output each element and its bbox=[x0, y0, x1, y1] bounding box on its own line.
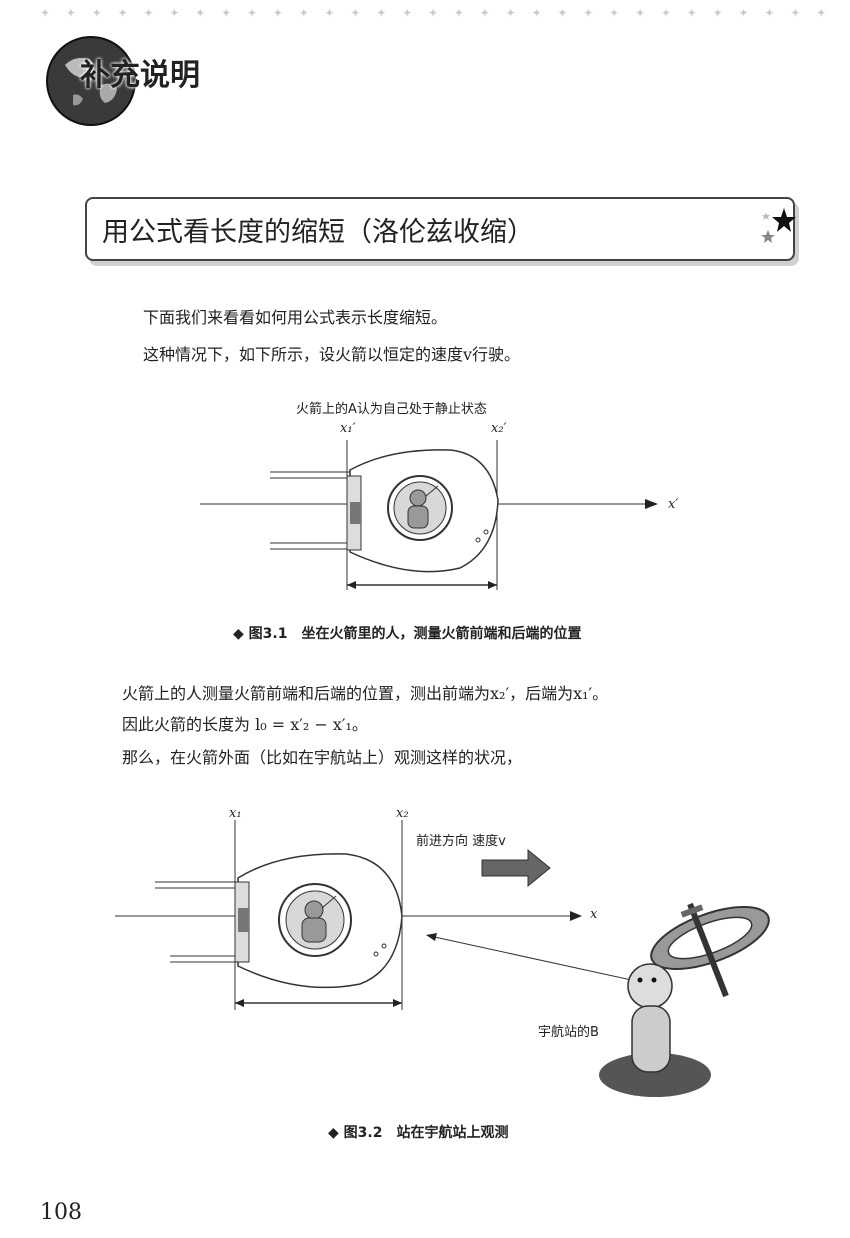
figure1-rocket-diagram bbox=[200, 440, 658, 590]
figure2-x1-label: x₁ bbox=[229, 806, 242, 821]
body-line-2: 因此火箭的长度为 l₀ = x′₂ − x′₁。 bbox=[122, 715, 368, 734]
body-line-1: 火箭上的人测量火箭前端和后端的位置，测出前端为x₂′，后端为x₁′。 bbox=[122, 684, 609, 703]
figure1-x1-label: x₁′ bbox=[340, 421, 356, 436]
figure2-caption: ◆ 图3.2 站在宇航站上观测 bbox=[328, 1125, 509, 1141]
page-number: 108 bbox=[40, 1200, 82, 1225]
body-line-3: 那么，在火箭外面（比如在宇航站上）观测这样的状况， bbox=[122, 748, 523, 767]
figure2-station-diagram bbox=[115, 820, 770, 1097]
intro-line-1: 下面我们来看看如何用公式表示长度缩短。 bbox=[143, 308, 448, 327]
figure2-observer-label: 宇航站的B bbox=[538, 1025, 599, 1040]
figure1-top-label: 火箭上的A认为自己处于静止状态 bbox=[296, 402, 487, 417]
figure1-caption: ◆ 图3.1 坐在火箭里的人，测量火箭前端和后端的位置 bbox=[233, 626, 582, 642]
figure1-axis-label: x′ bbox=[668, 497, 679, 512]
stars-icon bbox=[761, 208, 796, 243]
section-title-box bbox=[85, 197, 795, 261]
section-title: 用公式看长度的缩短（洛伦兹收缩） bbox=[102, 217, 534, 248]
figure2-x2-label: x₂ bbox=[396, 806, 409, 821]
header-label: 补充说明 bbox=[80, 58, 200, 93]
top-dotted-border: ✦ ✦ ✦ ✦ ✦ ✦ ✦ ✦ ✦ ✦ ✦ ✦ ✦ ✦ ✦ ✦ ✦ ✦ ✦ ✦ … bbox=[40, 6, 830, 20]
figure2-axis-label: x bbox=[590, 907, 598, 922]
figure2-direction-label: 前进方向 速度v bbox=[416, 834, 506, 849]
globe-icon bbox=[46, 36, 136, 126]
figure1-x2-label: x₂′ bbox=[491, 421, 507, 436]
intro-line-2: 这种情况下，如下所示，设火箭以恒定的速度v行驶。 bbox=[143, 345, 521, 364]
